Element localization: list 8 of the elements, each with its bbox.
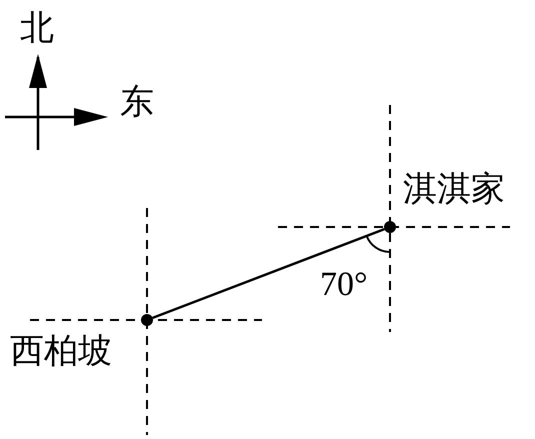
place-label: 西柏坡 xyxy=(10,335,112,369)
direction-label: 东 xyxy=(120,86,154,120)
angle-label: 70° xyxy=(320,268,368,302)
place-label: 淇淇家 xyxy=(403,173,505,207)
connecting-line xyxy=(152,228,385,320)
location-dot xyxy=(384,221,396,233)
location-dot xyxy=(141,314,153,326)
direction-label: 北 xyxy=(20,12,54,46)
